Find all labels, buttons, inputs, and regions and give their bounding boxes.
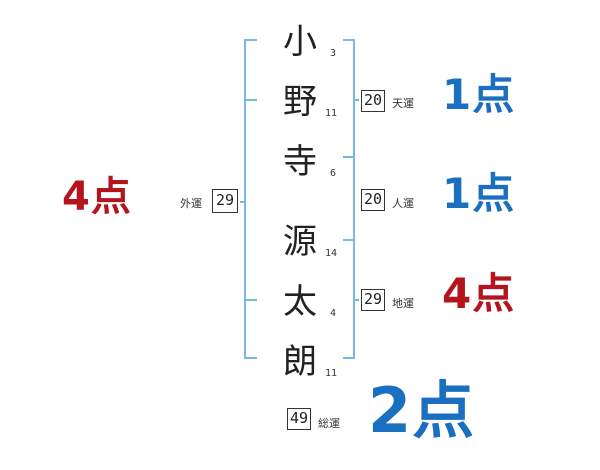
stroke-count: 11 (325, 368, 338, 379)
name-char: 野 (283, 82, 317, 122)
stroke-count: 4 (330, 308, 337, 319)
soukaku-label: 総運 (318, 417, 340, 430)
chikaku-value-box: 29 (361, 289, 385, 311)
name-char: 朗 (283, 342, 317, 382)
gaikaku-value-box: 29 (212, 189, 238, 213)
outer-bracket (244, 39, 257, 359)
person-bracket (343, 156, 355, 241)
heaven-bracket (343, 39, 355, 158)
tenkaku-value-box: 20 (361, 90, 385, 112)
tenkaku-score: 1点 (442, 70, 516, 119)
jinkaku-label: 人運 (392, 197, 414, 210)
jinkaku-value-box: 20 (361, 189, 385, 211)
soukaku-value-box: 49 (287, 408, 311, 430)
name-char: 寺 (283, 142, 317, 182)
gaikaku-score: 4点 (62, 174, 132, 220)
tenkaku-label: 天運 (392, 97, 414, 110)
stroke-count: 14 (325, 248, 338, 259)
gaikaku-label: 外運 (180, 197, 202, 210)
chikaku-label: 地運 (392, 297, 414, 310)
chikaku-score: 4点 (442, 269, 516, 318)
stroke-count: 3 (330, 48, 337, 59)
stroke-count: 11 (325, 108, 338, 119)
stroke-count: 6 (330, 168, 337, 179)
earth-bracket (343, 239, 355, 359)
name-char: 小 (283, 22, 317, 62)
name-char: 源 (283, 222, 317, 262)
name-char: 太 (283, 282, 317, 322)
jinkaku-score: 1点 (442, 169, 516, 218)
soukaku-score: 2点 (368, 374, 476, 447)
